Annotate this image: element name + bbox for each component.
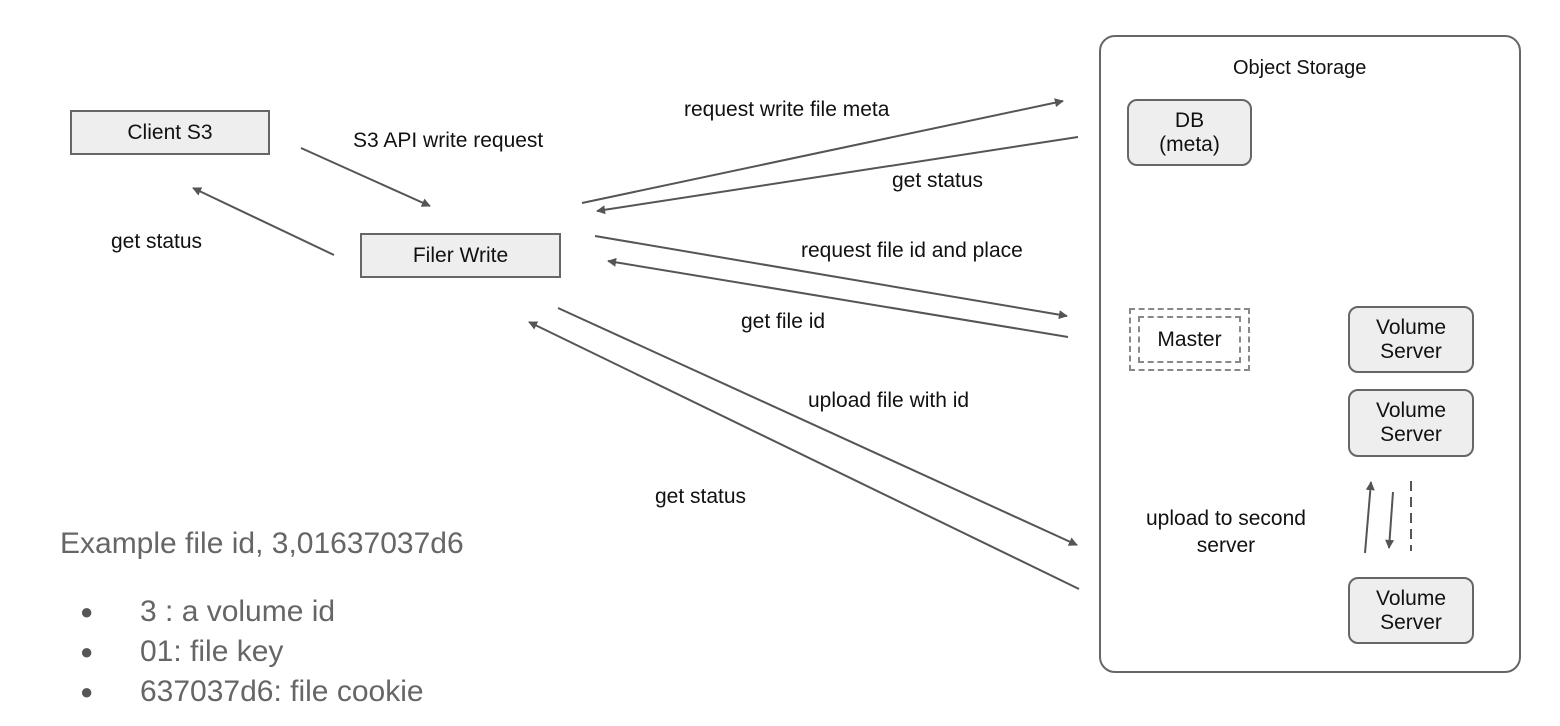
arrow-client-to-filer [300, 147, 431, 207]
list-item: ● 637037d6: file cookie [80, 672, 424, 712]
client-s3-box: Client S3 [70, 110, 270, 155]
arrow-db-to-filer [596, 136, 1079, 215]
edge-label-get-file-id: get file id [741, 310, 826, 333]
volume-server-label: Server [1380, 423, 1442, 446]
master-box: Master [1138, 316, 1241, 363]
example-list: ● 3 : a volume id ● 01: file key ● 637037d6… [80, 592, 424, 712]
volume-server-box-3: Volume Server [1348, 577, 1474, 644]
volume-server-label: Volume [1375, 586, 1447, 610]
client-s3-label: Client S3 [127, 120, 213, 144]
volume-server-label: Volume [1375, 315, 1447, 339]
filer-write-box: Filer Write [360, 233, 561, 278]
volume-server-label: Volume [1375, 399, 1447, 422]
edge-label-s3-request: S3 API write request [353, 129, 544, 152]
list-item-text: 01: file key [140, 635, 284, 668]
list-item-text: 637037d6: file cookie [140, 675, 424, 708]
edge-label-upload-get-status: get status [655, 485, 747, 508]
edge-label-request-file-id: request file id and place [801, 239, 1023, 262]
arrow-replicate-up [1364, 481, 1375, 554]
volume-server-label: Server [1380, 339, 1442, 363]
edge-label-client-get-status: get status [111, 230, 203, 253]
bullet-icon: ● [80, 679, 94, 704]
bullet-icon: ● [80, 599, 94, 624]
filer-write-label: Filer Write [412, 243, 509, 267]
master-label: Master [1157, 327, 1222, 351]
edge-label-replicate: upload to second server [1146, 505, 1306, 559]
arrow-master-to-filer [607, 257, 1069, 338]
volume-server-label: Server [1380, 610, 1442, 634]
list-item: ● 3 : a volume id [80, 592, 424, 632]
object-storage-title: Object Storage [1233, 57, 1367, 79]
arrow-filer-to-master [594, 235, 1068, 320]
arrow-volume-to-filer [528, 321, 1080, 590]
edge-label-meta-get-status: get status [892, 169, 984, 192]
arrow-filer-to-client [192, 187, 335, 256]
arrow-replicate-down [1385, 491, 1395, 549]
db-meta-box: DB (meta) [1127, 99, 1252, 166]
arrow-filer-to-db [581, 98, 1064, 204]
edge-label-request-meta: request write file meta [684, 98, 890, 121]
example-title: Example file id, 3,01637037d6 [60, 527, 464, 560]
object-storage-container [1099, 35, 1521, 673]
edge-label-upload: upload file with id [808, 389, 970, 412]
replicate-line-1: upload to second [1146, 507, 1306, 530]
list-item: ● 01: file key [80, 632, 424, 672]
arrow-filer-to-volume [557, 307, 1078, 546]
replicate-line-2: server [1196, 534, 1256, 557]
db-meta-label: (meta) [1159, 132, 1220, 156]
volume-server-box-2: Volume Server [1348, 389, 1474, 457]
list-item-text: 3 : a volume id [140, 595, 336, 628]
db-label: DB [1174, 108, 1205, 132]
bullet-icon: ● [80, 639, 94, 664]
volume-server-box-1: Volume Server [1348, 306, 1474, 373]
